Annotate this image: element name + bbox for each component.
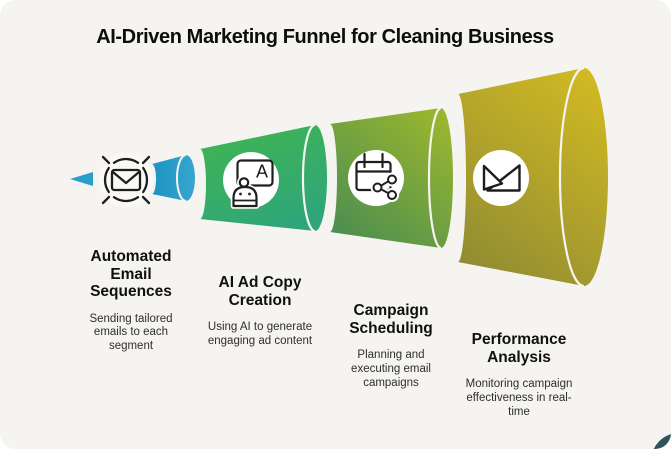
stage-description: Sending tailored emails to each segment xyxy=(89,312,173,353)
performance-chart-icon xyxy=(473,150,529,206)
stage-description: Planning and executing email campaigns xyxy=(351,349,431,389)
stage-title: Campaign Scheduling xyxy=(349,302,433,337)
corner-accent xyxy=(653,434,671,449)
funnel-segment-performance-analysis xyxy=(458,66,608,288)
targeted-email-icon xyxy=(99,153,153,207)
calendar-share-icon xyxy=(348,150,404,206)
ai-robot-screen-icon: A xyxy=(223,152,279,209)
segment-cap-highlight xyxy=(176,154,187,202)
stage-label-automated-email: Automated Email Sequences Sending tailor… xyxy=(81,248,181,354)
segment-cap-highlight xyxy=(427,106,442,250)
icon-circle xyxy=(473,150,529,206)
stage-label-performance-analysis: Performance Analysis Monitoring campaign… xyxy=(459,331,579,419)
stage-title: Performance Analysis xyxy=(471,331,567,366)
page-title: AI-Driven Marketing Funnel for Cleaning … xyxy=(96,26,554,48)
segment-cap-highlight xyxy=(558,66,585,288)
stage-description: Using AI to generate engaging ad content xyxy=(207,321,313,347)
stage-label-campaign-scheduling: Campaign Scheduling Planning and executi… xyxy=(341,302,441,390)
funnel-segment-automated-email xyxy=(152,154,195,202)
funnel-tip xyxy=(70,172,93,186)
stage-title: AI Ad Copy Creation xyxy=(218,274,302,309)
stage-description: Monitoring campaign effectiveness in rea… xyxy=(465,378,573,418)
segment-cap-highlight xyxy=(301,123,316,233)
stage-title: Automated Email Sequences xyxy=(90,248,172,300)
stage-label-ai-ad-copy: AI Ad Copy Creation Using AI to generate… xyxy=(204,274,316,349)
icon-letter: A xyxy=(256,162,268,182)
